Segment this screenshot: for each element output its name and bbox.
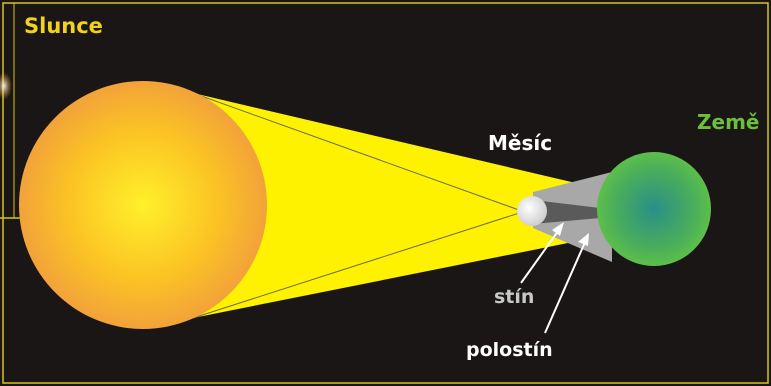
penumbra-arrow-line	[545, 240, 586, 333]
moon-label: Měsíc	[488, 133, 552, 153]
umbra-label: stín	[494, 288, 534, 307]
edge-glow	[0, 72, 12, 100]
penumbra-pointer	[545, 233, 589, 333]
sun-label: Slunce	[24, 16, 103, 37]
penumbra-label: polostín	[466, 341, 553, 360]
moon	[517, 196, 547, 226]
earth	[597, 152, 711, 266]
sun	[19, 81, 267, 329]
earth-label: Země	[697, 112, 759, 132]
